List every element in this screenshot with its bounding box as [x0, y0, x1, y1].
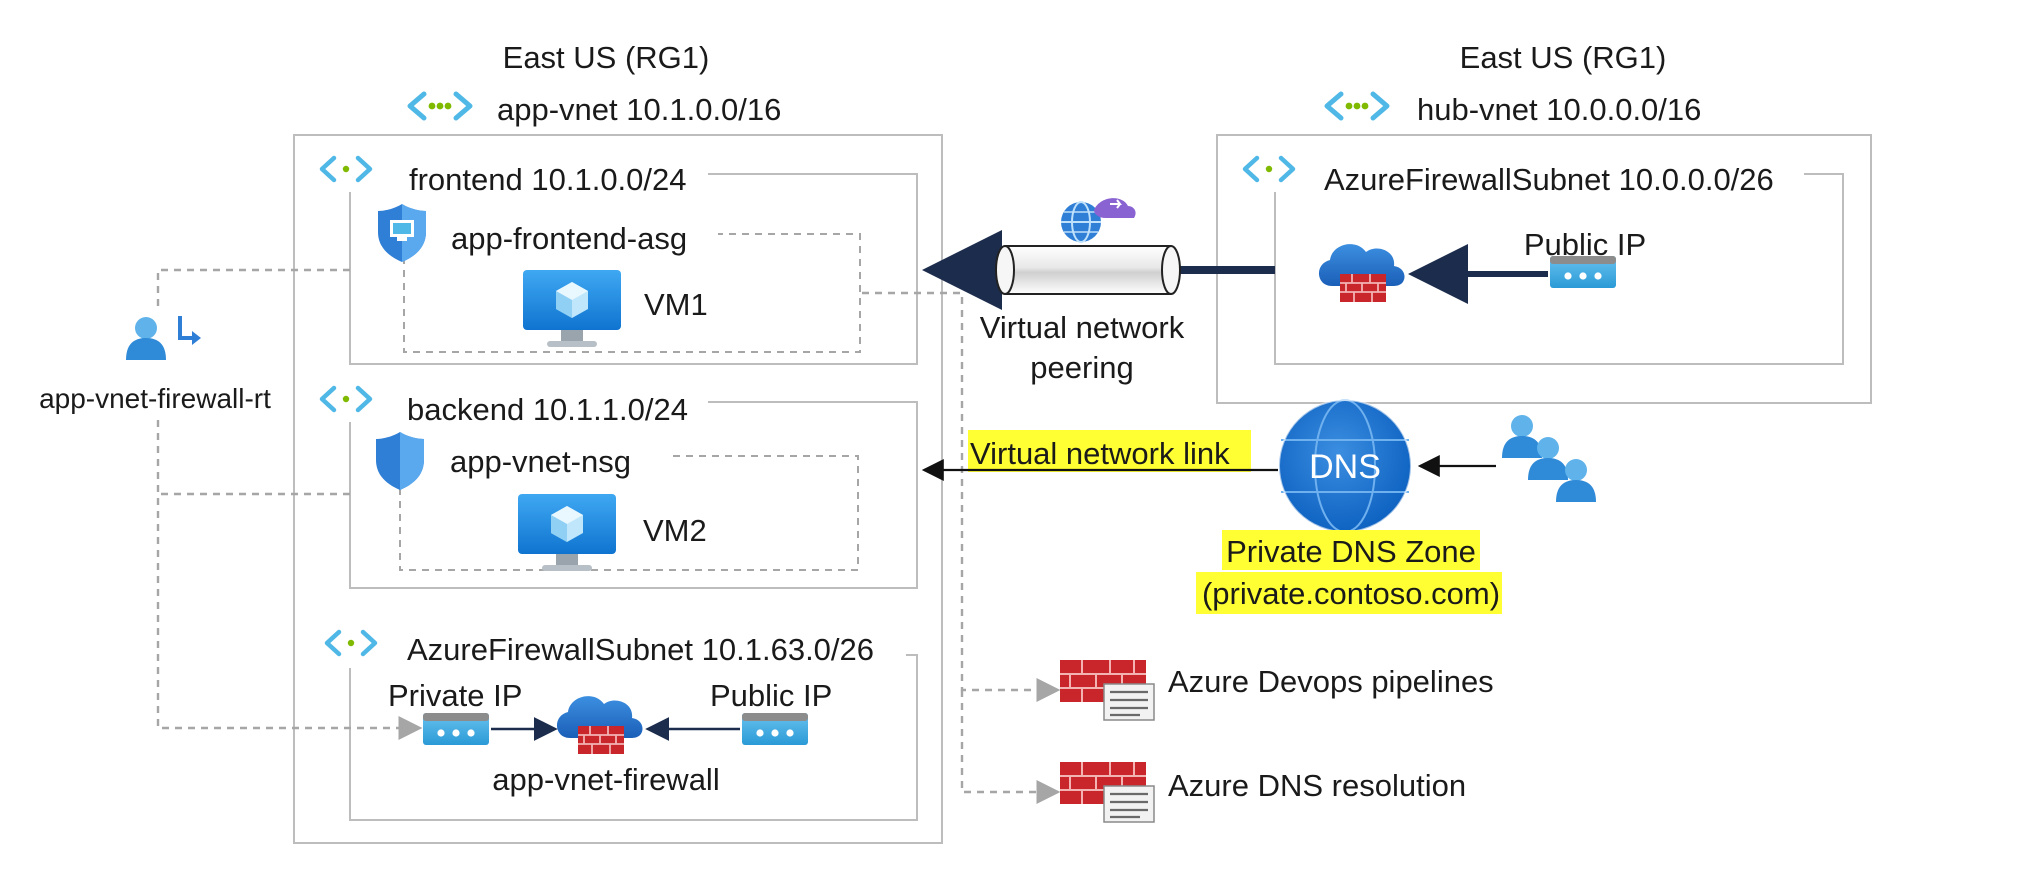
dns-zone-domain: (private.contoso.com)	[1202, 576, 1500, 611]
private-ip-label: Private IP	[388, 678, 522, 713]
app-vnet-firewall-label: app-vnet-firewall	[492, 762, 719, 797]
route-table-label: app-vnet-firewall-rt	[39, 383, 271, 414]
right-region-title: East US (RG1)	[1460, 40, 1667, 75]
app-vnet-firewall-icon	[556, 695, 644, 755]
vm1-label: VM1	[644, 287, 708, 322]
hub-public-ip-icon	[1550, 256, 1616, 288]
dns-zone-name: Private DNS Zone	[1226, 534, 1476, 569]
peering-label-line2: peering	[1030, 350, 1133, 385]
left-region-title: East US (RG1)	[503, 40, 710, 75]
firewall-subnet-label: AzureFirewallSubnet 10.1.63.0/26	[407, 632, 874, 667]
vm1-dns-rule-link	[960, 690, 1061, 804]
dns-icon-text: DNS	[1309, 448, 1381, 486]
devops-rule-icon	[1058, 658, 1156, 722]
frontend-subnet-label: frontend 10.1.0.0/24	[409, 162, 687, 197]
hub-firewall-subnet-label: AzureFirewallSubnet 10.0.0.0/26	[1324, 162, 1774, 197]
backend-subnet-label: backend 10.1.1.0/24	[407, 392, 688, 427]
rt-private-ip-link	[156, 420, 423, 740]
peering-label-line1: Virtual network	[980, 310, 1185, 345]
private-ip-icon	[423, 713, 489, 745]
peering-pipe	[995, 245, 1181, 295]
rt-frontend-link	[156, 268, 350, 312]
frontend-subnet-box	[349, 173, 918, 365]
vm1-icon	[523, 270, 621, 347]
peering-globe-icon	[1061, 198, 1136, 243]
public-ip-label: Public IP	[710, 678, 832, 713]
asg-monitor-glyph	[390, 220, 414, 241]
vm2-icon	[518, 494, 616, 571]
backend-subnet-box	[349, 401, 918, 589]
dns-rule-icon	[1058, 760, 1156, 824]
app-frontend-asg-label: app-frontend-asg	[451, 221, 687, 256]
route-table-icon	[126, 316, 201, 360]
app-vnet-nsg-label: app-vnet-nsg	[450, 444, 631, 479]
vnet-icon	[1327, 94, 1387, 118]
users-icon	[1502, 415, 1596, 502]
vnet-link-highlight	[968, 430, 1251, 472]
dns-rule-label: Azure DNS resolution	[1168, 768, 1466, 803]
vm2-label: VM2	[643, 513, 707, 548]
vnet-link-label: Virtual network link	[970, 436, 1230, 471]
hub-vnet-label: hub-vnet 10.0.0.0/16	[1417, 92, 1701, 127]
app-vnet-box	[293, 134, 943, 844]
dns-zone-highlight-line2	[1196, 572, 1502, 614]
devops-rule-label: Azure Devops pipelines	[1168, 664, 1494, 699]
vnet-icon	[410, 94, 470, 118]
app-vnet-label: app-vnet 10.1.0.0/16	[497, 92, 781, 127]
hub-firewall-icon	[1318, 243, 1406, 303]
dns-zone-highlight-line1	[1222, 530, 1480, 570]
public-ip-icon	[742, 713, 808, 745]
